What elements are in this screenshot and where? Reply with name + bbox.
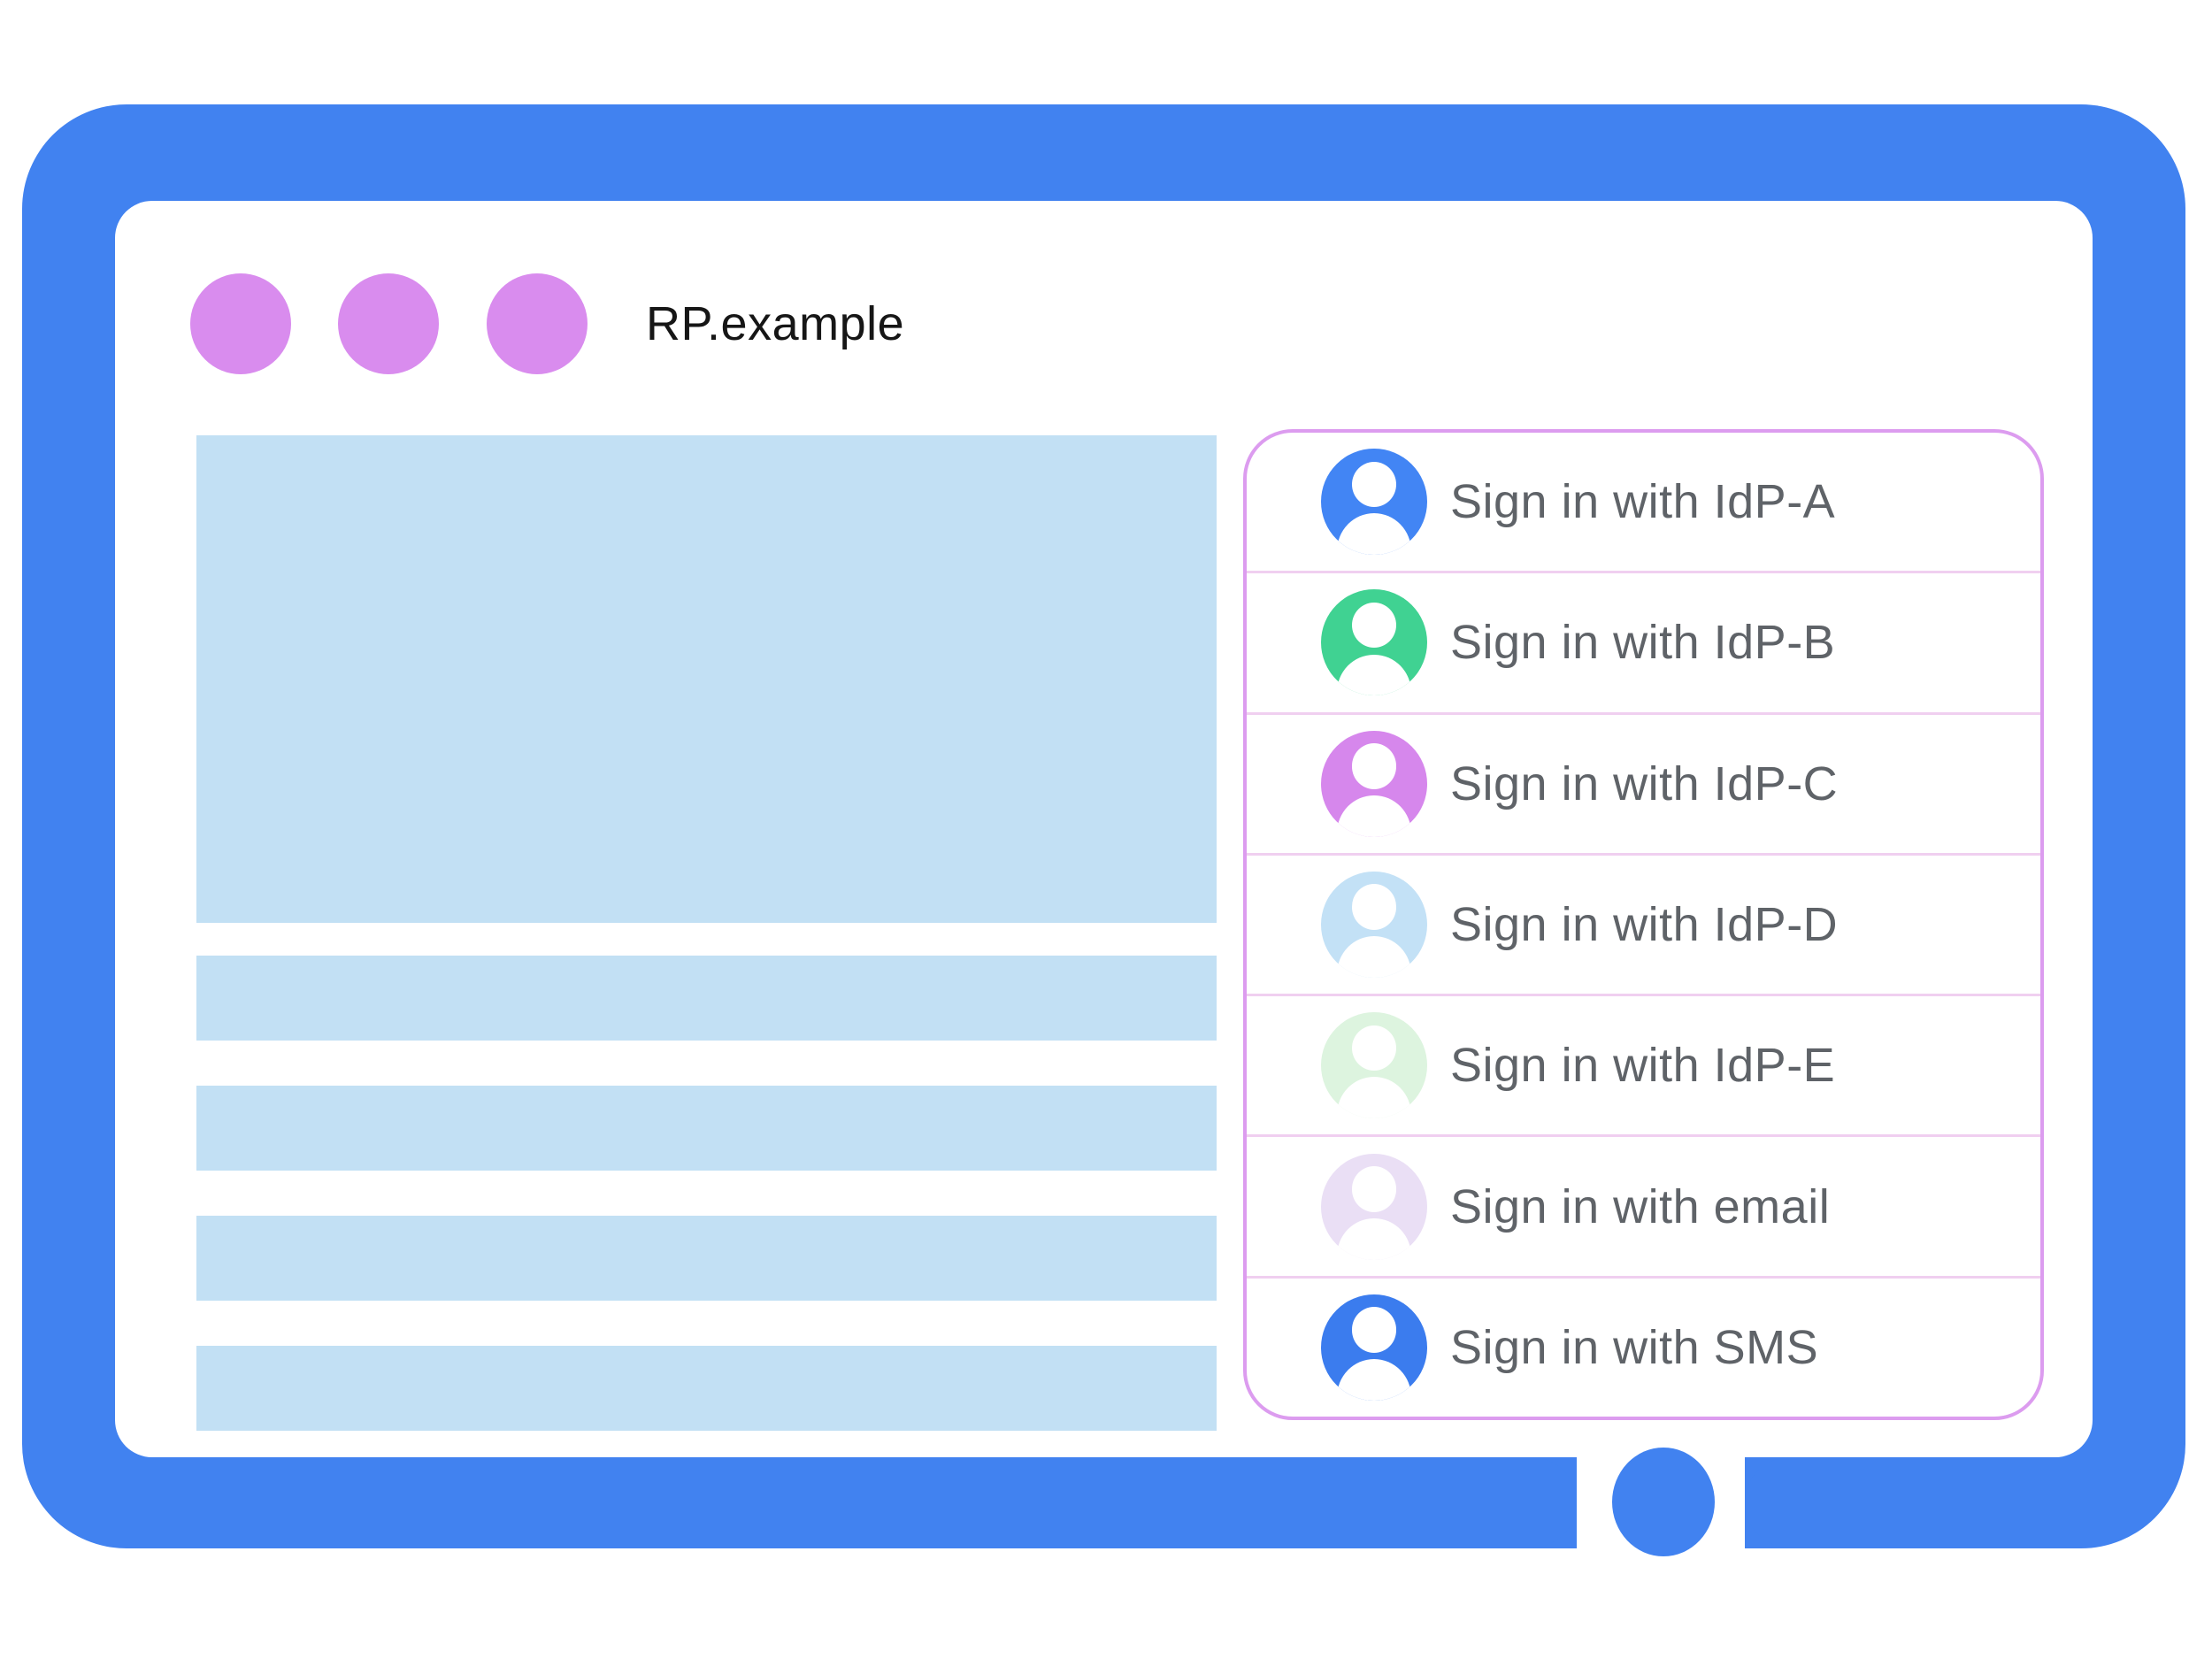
signin-option-email[interactable]: Sign in with email	[1247, 1134, 2040, 1275]
window-control-dot-3[interactable]	[487, 273, 588, 374]
avatar-shoulders	[1337, 1077, 1411, 1119]
content-placeholder-line	[196, 956, 1217, 1041]
user-avatar-icon	[1321, 1012, 1427, 1119]
signin-option-label: Sign in with IdP-D	[1450, 897, 1839, 951]
avatar-shoulders	[1337, 513, 1411, 556]
user-avatar-icon	[1321, 871, 1427, 978]
signin-option-label: Sign in with SMS	[1450, 1320, 1819, 1374]
avatar-head	[1351, 1165, 1397, 1212]
content-placeholder-line	[196, 1346, 1217, 1431]
avatar-shoulders	[1337, 654, 1411, 696]
user-avatar-icon	[1321, 1294, 1427, 1401]
signin-option-label: Sign in with IdP-E	[1450, 1039, 1836, 1093]
avatar-head	[1351, 1025, 1397, 1071]
user-avatar-icon	[1321, 1153, 1427, 1260]
home-button[interactable]	[1612, 1448, 1715, 1556]
avatar-shoulders	[1337, 795, 1411, 837]
window-control-dot-2[interactable]	[338, 273, 439, 374]
signin-option-idp-e[interactable]: Sign in with IdP-E	[1247, 994, 2040, 1134]
signin-option-idp-a[interactable]: Sign in with IdP-A	[1247, 433, 2040, 571]
signin-option-idp-b[interactable]: Sign in with IdP-B	[1247, 571, 2040, 711]
content-placeholder-line	[196, 1086, 1217, 1171]
avatar-shoulders	[1337, 936, 1411, 978]
avatar-head	[1351, 602, 1397, 649]
signin-option-idp-c[interactable]: Sign in with IdP-C	[1247, 711, 2040, 853]
frame-bottom-segment-cap-right	[1745, 1457, 1837, 1548]
signin-option-idp-d[interactable]: Sign in with IdP-D	[1247, 852, 2040, 994]
avatar-head	[1351, 1307, 1397, 1353]
user-avatar-icon	[1321, 730, 1427, 837]
user-avatar-icon	[1321, 589, 1427, 696]
signin-option-label: Sign in with email	[1450, 1179, 1831, 1233]
window-control-dot-1[interactable]	[190, 273, 291, 374]
content-placeholder-hero	[196, 435, 1217, 923]
signin-option-label: Sign in with IdP-A	[1450, 475, 1836, 529]
avatar-shoulders	[1337, 1359, 1411, 1401]
frame-bottom-segment-cap-left	[1485, 1457, 1577, 1548]
signin-option-label: Sign in with IdP-B	[1450, 616, 1836, 670]
avatar-shoulders	[1337, 1217, 1411, 1260]
avatar-head	[1351, 884, 1397, 930]
avatar-head	[1351, 743, 1397, 789]
user-avatar-icon	[1321, 449, 1427, 556]
signin-dialog: Sign in with IdP-A Sign in with IdP-B Si…	[1243, 429, 2044, 1420]
content-placeholder-line	[196, 1216, 1217, 1301]
page-title: RP.example	[646, 297, 905, 350]
signin-option-sms[interactable]: Sign in with SMS	[1247, 1275, 2040, 1417]
signin-option-label: Sign in with IdP-C	[1450, 757, 1839, 810]
avatar-head	[1351, 461, 1397, 508]
